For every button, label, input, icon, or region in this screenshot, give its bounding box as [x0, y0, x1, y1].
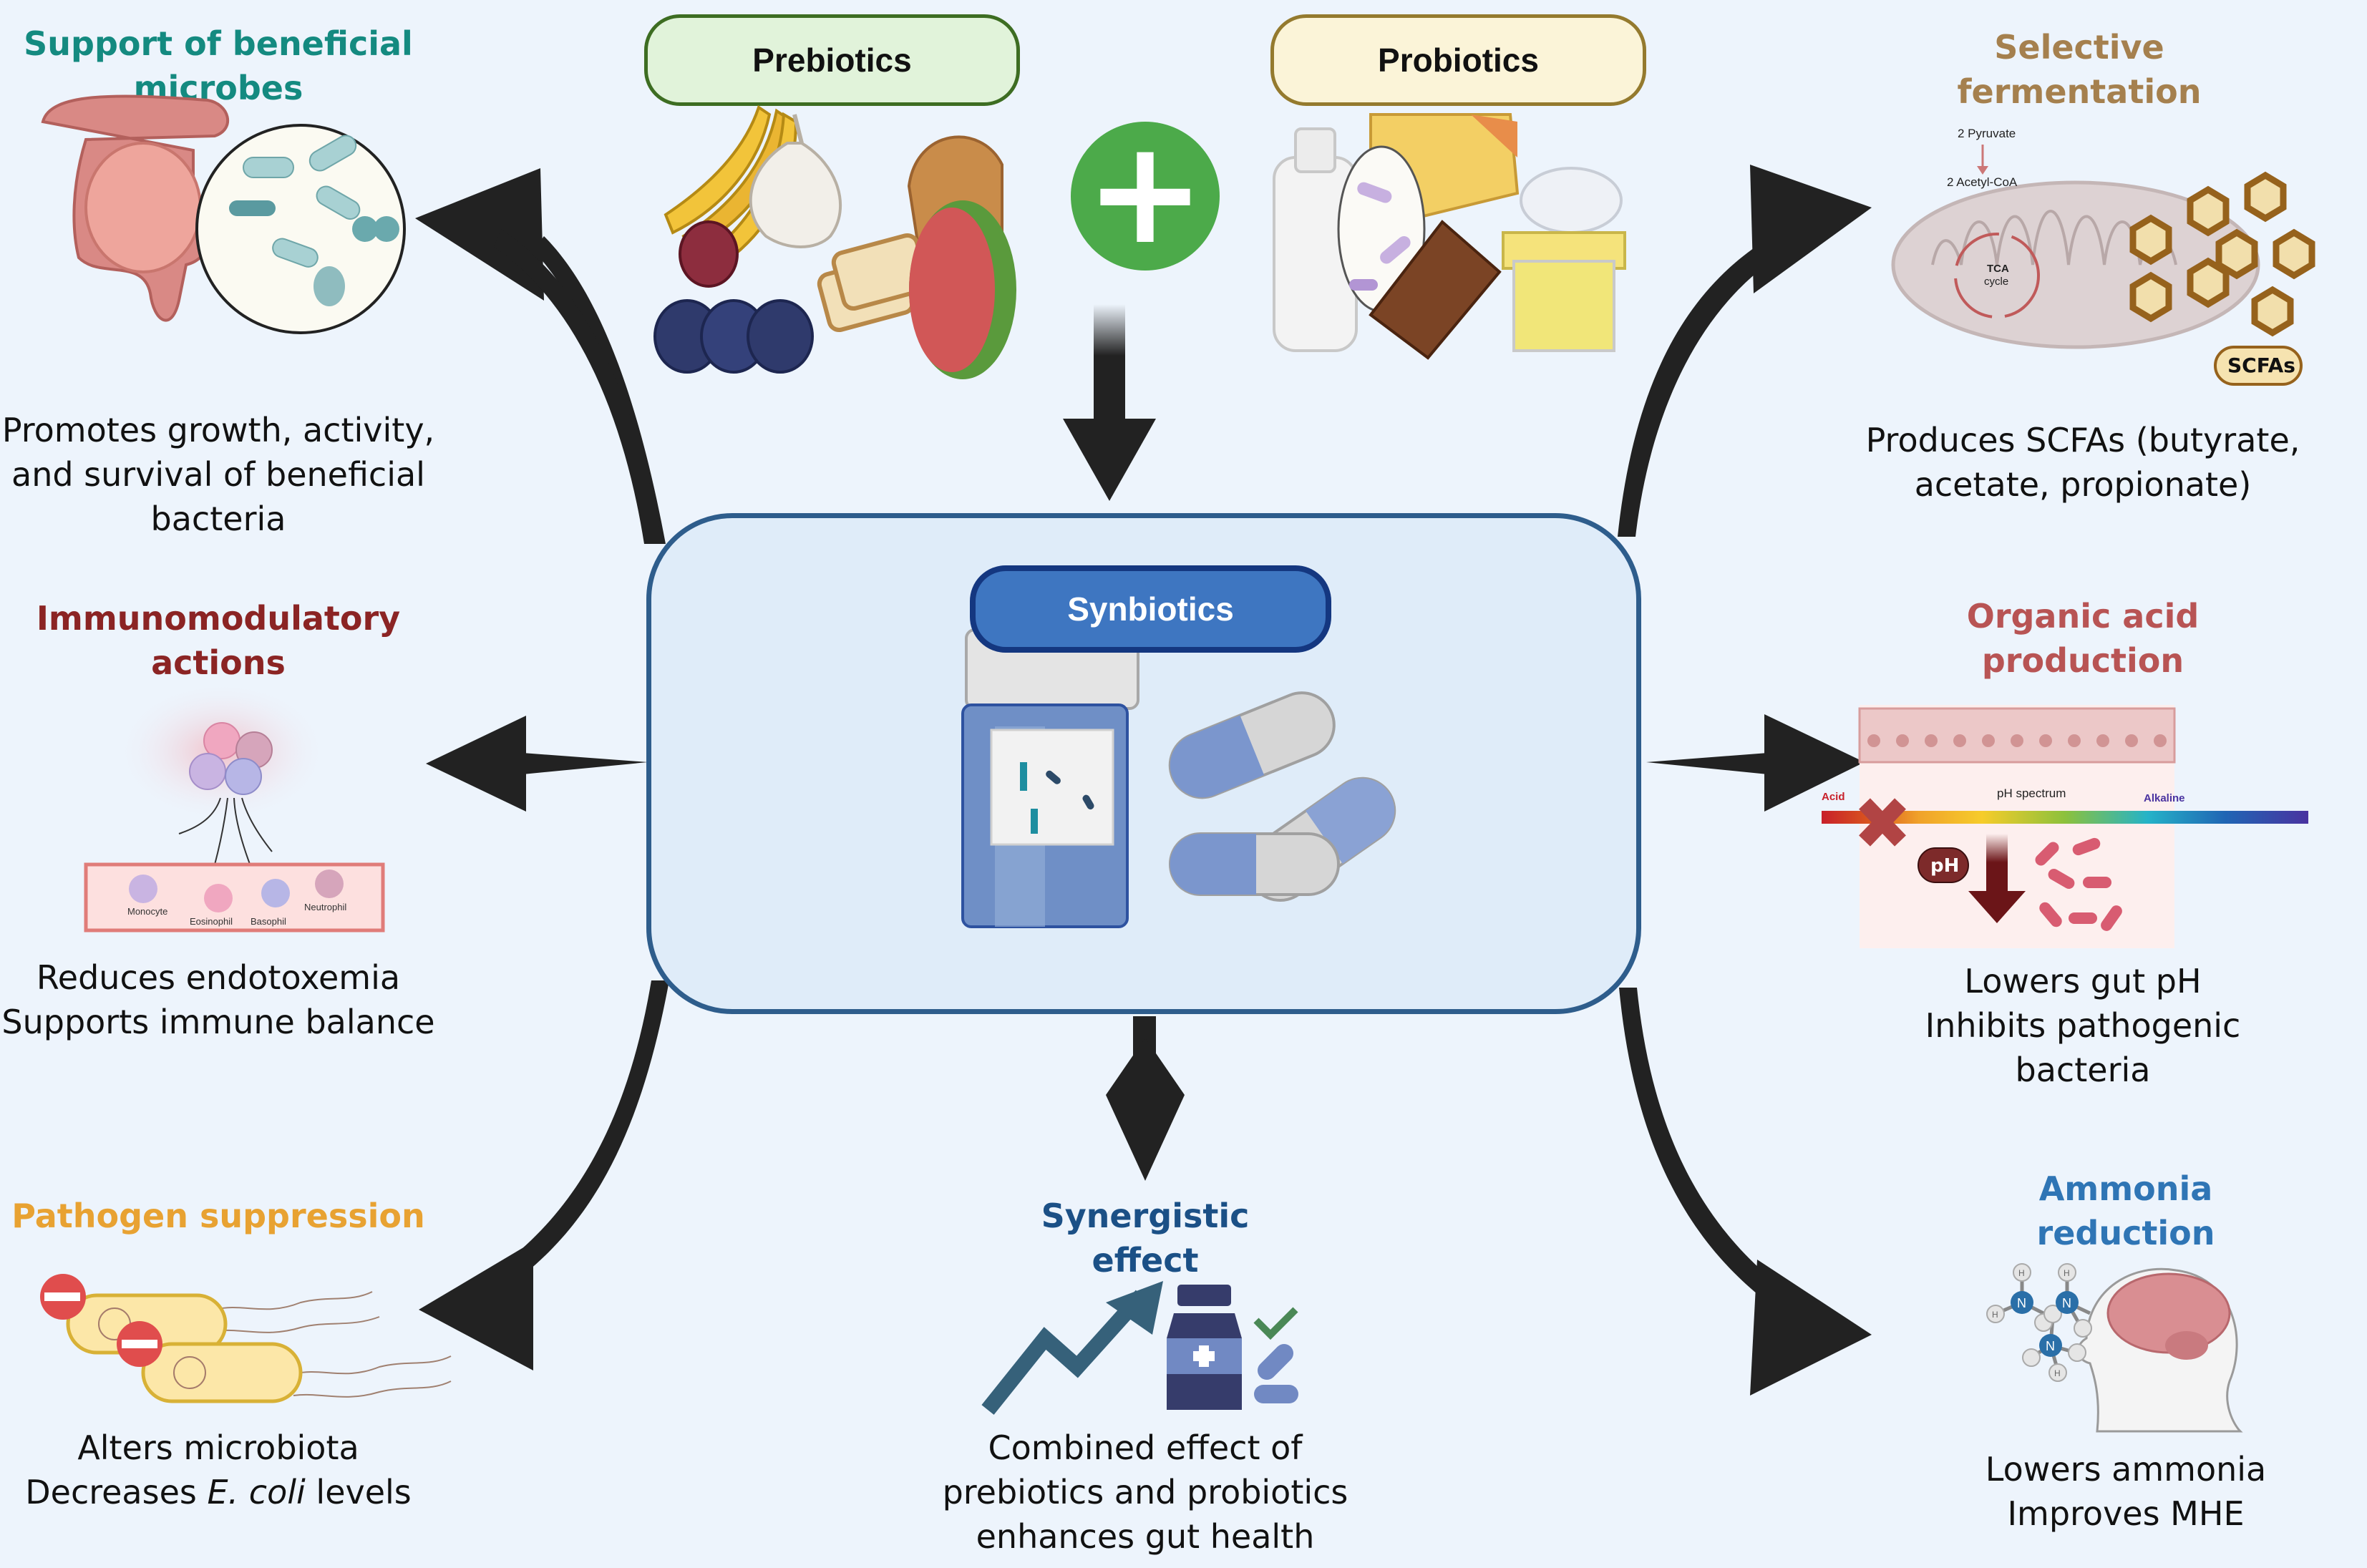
- brain-icon: [2106, 1272, 2231, 1360]
- ammonia-title: Ammonia reduction: [2036, 1169, 2215, 1252]
- arrow-to-support: [415, 168, 666, 544]
- milk-bottle-icon: [1273, 127, 1358, 352]
- tca-cycle-icon: [1954, 233, 2040, 318]
- garlic-icon: [749, 114, 842, 248]
- plus-icon: +: [1071, 122, 1220, 271]
- synergy-illustration: [981, 1281, 1298, 1415]
- arrow-to-organic: [1646, 714, 1865, 812]
- onion-icon: [679, 220, 739, 288]
- ph-spectrum-label: pH spectrum: [1997, 787, 2066, 800]
- prebiotics-label-text: Prebiotics: [752, 42, 912, 79]
- no-entry-icon: [40, 1274, 86, 1320]
- nitrogen-label: N: [2017, 1296, 2026, 1310]
- ph-spectrum-bar: [1822, 811, 2308, 824]
- capsule-icons: [1168, 691, 1396, 902]
- monocyte-label: Monocyte: [127, 906, 167, 917]
- bacteria-lens-icon: [1337, 145, 1426, 313]
- hydrogen-label: H: [2054, 1368, 2061, 1378]
- no-entry-icon: [117, 1321, 162, 1367]
- cycle-label: cycle: [1984, 276, 2008, 288]
- neutrophil-label: Neutrophil: [304, 902, 346, 912]
- immune-cells-illustration: Monocyte Eosinophil Basophil Neutrophil: [84, 680, 385, 932]
- microbes-lens-icon: [195, 124, 406, 334]
- nitrogen-label: N: [2062, 1296, 2071, 1310]
- probiotics-label-text: Probiotics: [1378, 42, 1539, 79]
- selective-title: Selective fermentation: [1957, 28, 2202, 111]
- mitochondria-scfa-illustration: 2 Pyruvate 2 Acetyl-CoA TCA cycle SCFAs: [1891, 127, 2315, 386]
- synergy-description: Combined effect of prebiotics and probio…: [942, 1428, 1348, 1556]
- basophil-label: Basophil: [251, 916, 286, 927]
- epithelium-icon: [1858, 707, 2176, 764]
- arrow-inputs-to-synbiotics: [1063, 304, 1156, 501]
- ph-gut-illustration: pH spectrum Acid Alkaline pH: [1822, 705, 2308, 948]
- selective-description: Produces SCFAs (butyrate, acetate, propi…: [1865, 421, 2300, 504]
- probiotic-jar-icon: [961, 628, 1139, 928]
- prebiotic-foods-illustration: [653, 104, 1016, 379]
- ammonia-description: Lowers ammonia Improves MHE: [1985, 1450, 2267, 1533]
- pathogenic-bacteria-icon: [2035, 837, 2122, 931]
- migration-arrows: [178, 797, 273, 867]
- scfa-molecules-icon: [2129, 171, 2315, 337]
- acid-label: Acid: [1822, 791, 1845, 803]
- medicine-bottle-icon: [1167, 1285, 1242, 1410]
- pathogen-description: Alters microbiota Decreases E. coli leve…: [25, 1428, 412, 1511]
- hydrogen-label: H: [2018, 1268, 2025, 1278]
- tca-label: TCA: [1987, 263, 2009, 275]
- ph-down-arrow-icon: [1968, 891, 2026, 923]
- ph-badge: [1918, 847, 1969, 883]
- support-title: Support of beneficial microbes: [24, 24, 413, 107]
- arrow-to-ammonia: [1619, 988, 1872, 1396]
- chocolate-icon: [1369, 220, 1502, 360]
- arrow-to-synergy: [1106, 1016, 1185, 1181]
- synergy-title: Synergistic effect: [1041, 1197, 1250, 1280]
- arrow-to-pathogen: [419, 980, 669, 1370]
- probiotics-label: Probiotics: [1270, 14, 1646, 106]
- scfa-badge: [2214, 346, 2303, 386]
- alkaline-label: Alkaline: [2144, 792, 2185, 804]
- pill-icons: [1254, 1343, 1298, 1403]
- acetyl-coa-label: 2 Acetyl-CoA: [1947, 175, 2018, 189]
- trend-up-icon: [981, 1281, 1163, 1415]
- support-description: Promotes growth, activity, and survival …: [1, 411, 435, 538]
- intestine-icon: [41, 94, 230, 322]
- scfa-badge-text: SCFAs: [2227, 354, 2295, 377]
- ecoli-bacterium-icon: [141, 1342, 303, 1403]
- organic-description: Lowers gut pH Inhibits pathogenic bacter…: [1925, 962, 2241, 1089]
- hydrogen-label: H: [2064, 1268, 2070, 1278]
- ph-badge-text: pH: [1930, 855, 1959, 877]
- organic-title: Organic acid production: [1966, 597, 2200, 680]
- eosinophil-label: Eosinophil: [190, 916, 233, 927]
- cream-icon: [1520, 167, 1623, 234]
- intestine-microbes-illustration: [41, 94, 406, 334]
- arrow-to-immuno: [426, 716, 648, 812]
- synbiotics-label-text: Synbiotics: [1067, 590, 1234, 628]
- ammonia-brain-illustration: N N N H H H H: [1986, 1263, 2243, 1433]
- nitrogen-label: N: [2046, 1339, 2055, 1353]
- immuno-title: Immunomodulatory actions: [36, 599, 401, 682]
- checkmark-icon: [1253, 1307, 1298, 1340]
- immune-cell-cluster-icon: [189, 722, 273, 795]
- pathogen-bacteria-illustration: [40, 1274, 452, 1403]
- hydrogen-label: H: [1992, 1310, 1998, 1320]
- immuno-description: Reduces endotoxemia Supports immune bala…: [1, 958, 435, 1041]
- prebiotics-label: Prebiotics: [644, 14, 1020, 106]
- blueberries-icon: [653, 299, 814, 374]
- pathogen-title: Pathogen suppression: [11, 1197, 425, 1235]
- watermelon-icon: [909, 200, 1016, 379]
- yogurt-cup-icon: [1502, 231, 1626, 352]
- cross-mark-icon: [1859, 798, 1906, 847]
- synbiotics-label: Synbiotics: [970, 565, 1331, 653]
- arrow-to-selective: [1618, 165, 1872, 537]
- pyruvate-label: 2 Pyruvate: [1958, 127, 2016, 140]
- ammonia-molecule-icon: N N N H H H H: [1986, 1263, 2092, 1382]
- synbiotics-illustration: [961, 628, 1396, 928]
- probiotic-foods-illustration: [1273, 113, 1626, 360]
